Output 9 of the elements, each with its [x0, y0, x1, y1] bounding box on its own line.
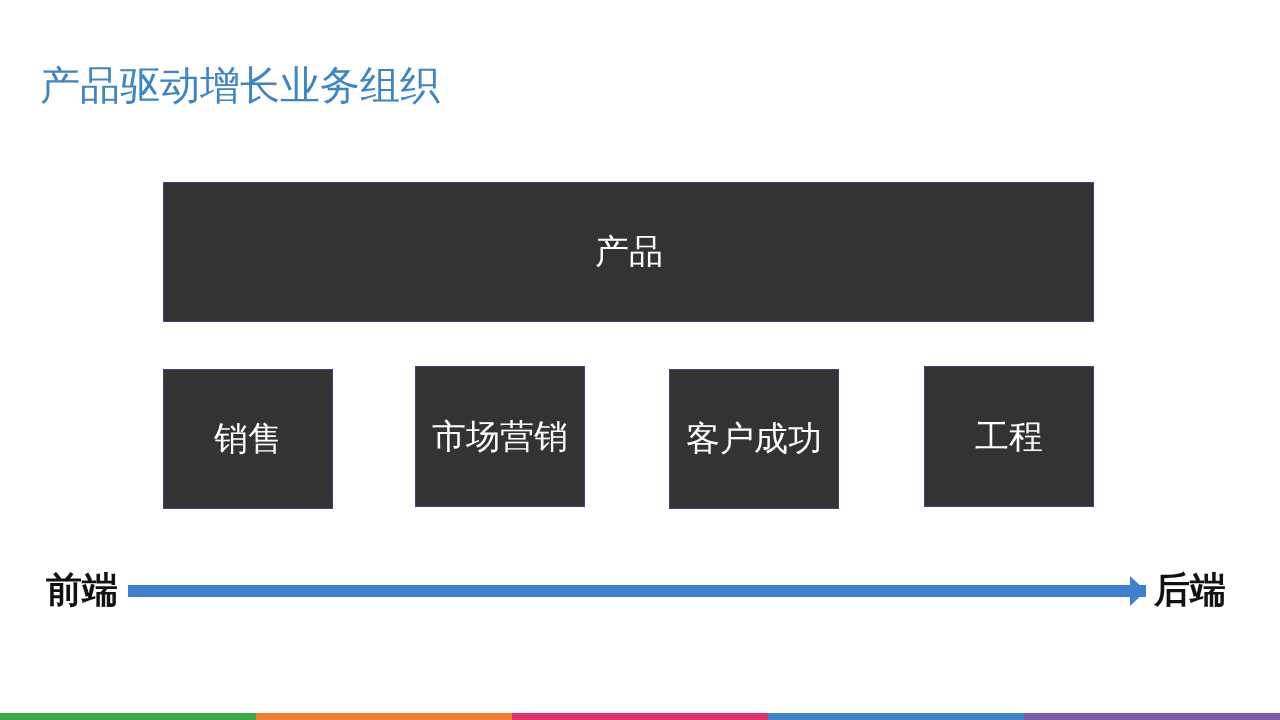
arrow [128, 576, 1146, 606]
axis-label: 后端 [1148, 566, 1232, 614]
axis-label: 前端 [40, 566, 124, 614]
product-box: 产品 [163, 182, 1094, 322]
team-box: 工程 [924, 366, 1094, 507]
team-box: 客户成功 [669, 369, 839, 509]
team-box: 销售 [163, 369, 333, 509]
team-box: 市场营销 [415, 366, 585, 507]
slide-title: 产品驱动增长业务组织 [40, 61, 440, 110]
